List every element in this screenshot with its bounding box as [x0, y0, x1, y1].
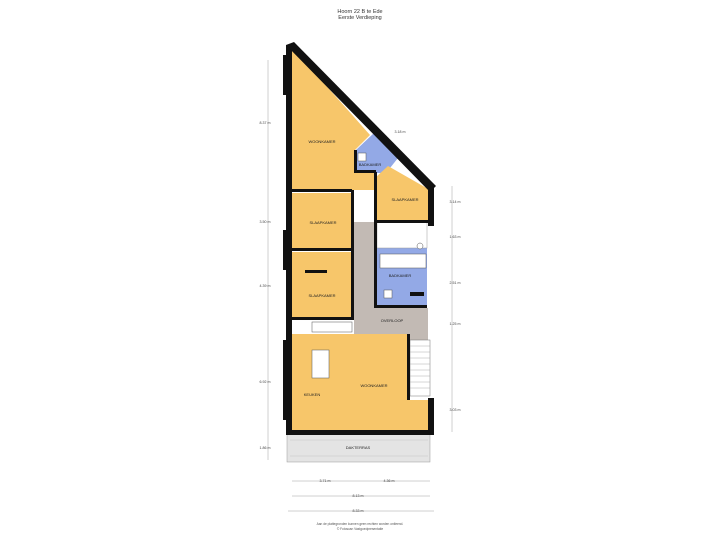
- room-dakterras: [286, 433, 431, 463]
- label-woonkamer-bottom: WOONKAMER: [360, 383, 387, 388]
- dim-bottom-a: 3.71 m: [320, 479, 331, 483]
- shower: [410, 292, 424, 296]
- dim-right-5: 3.03 m: [450, 408, 461, 412]
- footer-disclaimer: Aan de plattegronden kunnen geen rechten…: [316, 522, 404, 526]
- plan-subtitle: Eerste Verdieping: [338, 15, 382, 21]
- label-badkamer-mid: BADKAMER: [389, 273, 412, 278]
- footer-copyright: © Fotoscan Vastgoedpresentatie: [336, 527, 384, 531]
- label-badkamer-top: BADKAMER: [359, 162, 382, 167]
- wall-window-2: [283, 230, 286, 270]
- wall-int-3: [290, 317, 352, 320]
- wall-int-2: [290, 248, 352, 251]
- label-woonkamer-top: WOONKAMER: [308, 139, 335, 144]
- wall-int-5: [374, 172, 377, 308]
- room-slaapkamer-mid: [290, 193, 352, 249]
- wall-right: [428, 186, 434, 226]
- room-slaapkamer-lower: [290, 252, 352, 318]
- wall-int-4: [351, 190, 354, 320]
- dim-left-3: 4.39 m: [260, 284, 271, 288]
- label-slaapkamer-right: SLAAPKAMER: [391, 197, 418, 202]
- plan-title: Hoorn 22 B te Ede: [337, 9, 383, 15]
- wall-bottom: [286, 430, 434, 435]
- wall-int-9: [354, 170, 376, 173]
- wall-diagonal: [286, 42, 436, 192]
- dim-left-5: 1.86 m: [260, 446, 271, 450]
- dim-left-2: 3.50 m: [260, 220, 271, 224]
- bathtub: [379, 253, 427, 269]
- wall-left: [286, 45, 292, 435]
- label-keuken: KEUKEN: [304, 392, 321, 397]
- room-slaapkamer-right: [375, 166, 430, 222]
- wardrobe: [305, 270, 327, 273]
- wall-window-1: [283, 55, 286, 95]
- stairs: [409, 339, 431, 397]
- wall-int-8: [407, 334, 410, 400]
- label-slaapkamer-lower: SLAAPKAMER: [308, 293, 335, 298]
- dim-right-4: 1.25 m: [450, 322, 461, 326]
- wall-int-6: [374, 220, 430, 223]
- dim-left-4: 6.92 m: [260, 380, 271, 384]
- dim-right-2: 1.63 m: [450, 235, 461, 239]
- kitchen-counter: [311, 321, 353, 333]
- wall-int-1: [290, 189, 352, 192]
- wall-int-7: [377, 305, 427, 308]
- label-dakterras: DAKTERRAS: [346, 445, 371, 450]
- toilet-bowl: [416, 242, 424, 250]
- dim-right-1: 3.14 m: [450, 200, 461, 204]
- room-woonkamer-top: [290, 45, 375, 190]
- dim-diag: 3.18 m: [395, 130, 406, 134]
- top-bath-sink: [357, 152, 367, 162]
- dim-bottom-b: 4.36 m: [384, 479, 395, 483]
- kitchen-island: [311, 349, 330, 379]
- dim-right-3: 2.51 m: [450, 281, 461, 285]
- room-overloop: [354, 222, 428, 340]
- label-slaapkamer-mid: SLAAPKAMER: [309, 220, 336, 225]
- dim-left-1: 8.37 m: [260, 121, 271, 125]
- label-overloop: OVERLOOP: [381, 318, 404, 323]
- wall-window-3: [283, 340, 286, 420]
- dim-bottom-outer: 8.33 m: [353, 509, 364, 513]
- sink: [383, 289, 393, 299]
- wall-right-lower: [428, 398, 434, 434]
- room-badkamer-top: [356, 132, 398, 173]
- dim-bottom-total: 8.13 m: [353, 494, 364, 498]
- wall-int-10: [354, 150, 357, 172]
